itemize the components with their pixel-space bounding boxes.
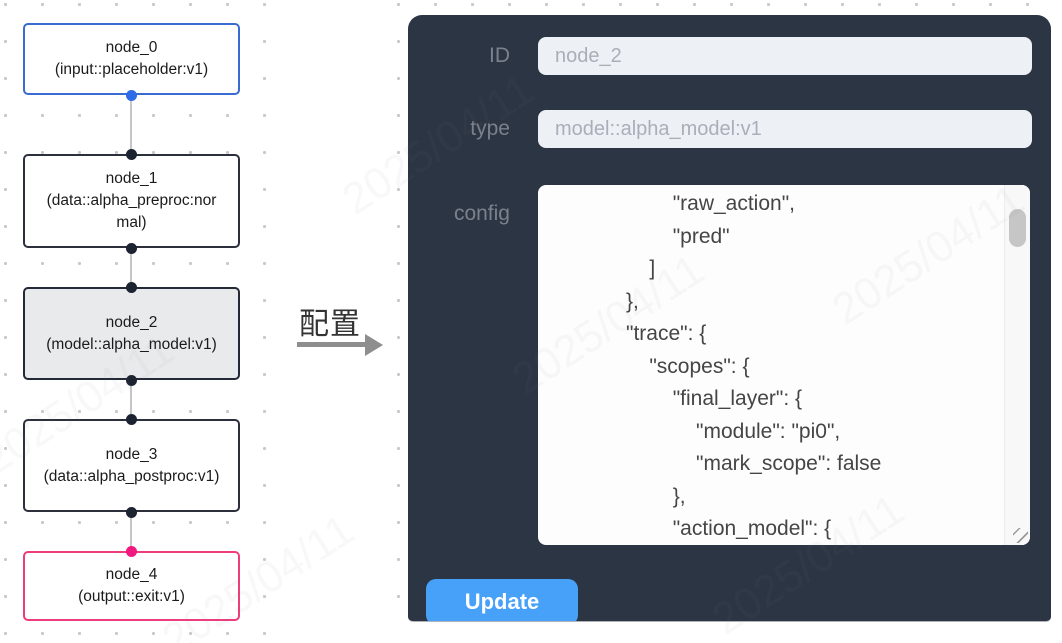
id-input[interactable] (538, 37, 1032, 75)
node-type: (input::placeholder:v1) (54, 61, 209, 78)
config-textarea[interactable]: "raw_action", "pred" ] }, "trace": { "sc… (538, 185, 1030, 545)
node-id: node_1 (105, 170, 158, 187)
right-arrow-head-icon (365, 333, 383, 356)
config-label: config (453, 202, 510, 225)
node-type: (data::alpha_postproc:v1) (43, 467, 220, 485)
transition-label: 配置 (299, 308, 361, 341)
type-label: type (470, 117, 510, 140)
edge-node0-node1 (130, 95, 132, 154)
node-type: (data::alpha_preproc:normal) (46, 192, 217, 231)
scrollbar-thumb[interactable] (1009, 209, 1026, 247)
port-node2-output[interactable] (125, 374, 137, 386)
node-id: node_2 (105, 313, 158, 331)
port-node1-input[interactable] (125, 148, 137, 160)
node-type: (output::exit:v1) (78, 588, 185, 605)
flow-node-node2-selected[interactable]: node_2 (model::alpha_model:v1) (23, 287, 240, 380)
id-label: ID (489, 44, 510, 67)
node-id: node_3 (105, 445, 158, 463)
port-node4-input[interactable] (125, 545, 137, 557)
scrollbar-track[interactable] (1004, 185, 1030, 545)
flow-node-node3[interactable]: node_3 (data::alpha_postproc:v1) (23, 419, 240, 512)
edge-node3-node4 (130, 512, 132, 551)
flow-node-node0[interactable]: node_0 (input::placeholder:v1) (23, 23, 240, 95)
canvas-gap (286, 0, 393, 643)
port-node2-input[interactable] (125, 281, 137, 293)
port-node3-input[interactable] (125, 413, 137, 425)
resize-handle-icon[interactable] (1013, 528, 1028, 543)
flow-node-node1[interactable]: node_1 (data::alpha_preproc:normal) (23, 154, 240, 248)
config-json-text: "raw_action", "pred" ] }, "trace": { "sc… (626, 192, 882, 540)
edge-node1-node2 (130, 248, 132, 287)
edge-node2-node3 (130, 380, 132, 419)
node-id: node_4 (105, 566, 158, 583)
right-arrow-icon (297, 342, 365, 347)
port-node0-output[interactable] (125, 89, 137, 101)
type-input[interactable] (538, 110, 1032, 148)
update-button[interactable]: Update (426, 579, 578, 621)
flow-node-node4[interactable]: node_4 (output::exit:v1) (23, 551, 240, 621)
port-node1-output[interactable] (125, 242, 137, 254)
port-node3-output[interactable] (125, 506, 137, 518)
node-config-panel: ID type config "raw_action", "pred" ] },… (408, 15, 1051, 622)
node-id: node_0 (105, 39, 158, 56)
node-type: (model::alpha_model:v1) (46, 335, 217, 353)
